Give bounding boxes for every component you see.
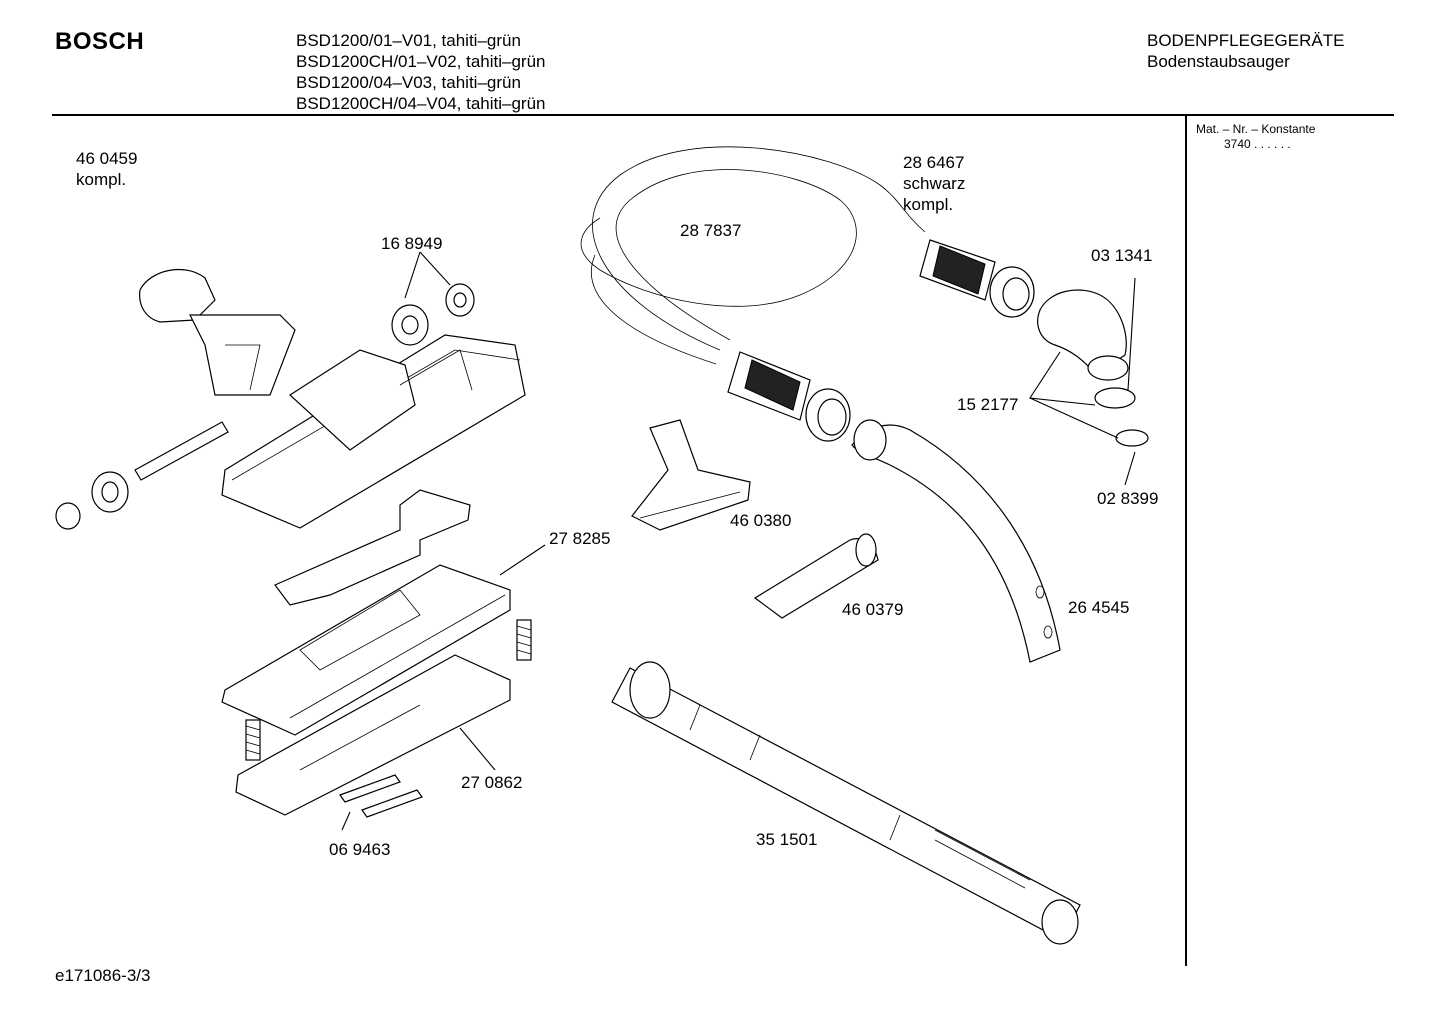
part-label-031341: 03 1341: [1091, 246, 1153, 265]
category-block: BODENPFLEGEGERÄTE Bodenstaubsauger: [1147, 30, 1344, 72]
model-line: BSD1200/04–V03, tahiti–grün: [296, 73, 521, 92]
part-label-460459: 46 0459 kompl.: [76, 148, 137, 190]
part-number: 28 6467: [903, 153, 965, 172]
springs-drawing: [245, 619, 532, 761]
part-label-152177: 15 2177: [957, 395, 1019, 414]
clamp-rings-drawing: [1029, 351, 1149, 486]
category-subtitle: Bodenstaubsauger: [1147, 52, 1290, 71]
material-constant: Mat. – Nr. – Konstante 3740 . . . . . .: [1196, 122, 1315, 152]
part-label-460380: 46 0380: [730, 511, 792, 530]
part-number: 46 0459: [76, 149, 138, 168]
part-note: schwarz: [903, 174, 966, 193]
part-label-270862: 27 0862: [461, 773, 523, 792]
header-divider: [52, 114, 1394, 116]
part-label-286467: 28 6467 schwarz kompl.: [903, 152, 965, 215]
part-label-168949: 16 8949: [381, 234, 443, 253]
part-label-351501: 35 1501: [756, 830, 818, 849]
model-line: BSD1200CH/04–V04, tahiti–grün: [296, 94, 546, 113]
bottom-plate-drawing: [235, 654, 511, 816]
part-note-2: kompl.: [903, 195, 954, 214]
model-line: BSD1200CH/01–V02, tahiti–grün: [296, 52, 546, 71]
crevice-nozzle-drawing: [753, 533, 879, 619]
elbow-fitting-drawing: [1037, 277, 1136, 391]
drawing-id: e171086-3/3: [55, 966, 151, 985]
part-label-069463: 06 9463: [329, 840, 391, 859]
brand-logo: BOSCH: [55, 28, 145, 55]
part-note: kompl.: [76, 170, 127, 189]
part-label-028399: 02 8399: [1097, 489, 1159, 508]
suction-hose-drawing: [580, 146, 1035, 442]
part-label-287837: 28 7837: [680, 221, 742, 240]
swivel-neck-drawing: [139, 268, 296, 396]
sidebar-divider: [1185, 116, 1187, 966]
axle-drawing: [55, 421, 229, 530]
bent-handle-tube-drawing: [851, 419, 1061, 663]
model-list: BSD1200/01–V01, tahiti–grün BSD1200CH/01…: [296, 30, 546, 114]
upholstery-nozzle-drawing: [631, 419, 751, 531]
part-label-278285: 27 8285: [549, 529, 611, 548]
brush-strips-drawing: [339, 774, 423, 831]
switch-lever-drawing: [274, 489, 471, 606]
part-label-460379: 46 0379: [842, 600, 904, 619]
part-label-264545: 26 4545: [1068, 598, 1130, 617]
model-line: BSD1200/01–V01, tahiti–grün: [296, 31, 521, 50]
sole-plate-drawing: [221, 544, 546, 736]
telescopic-tube-drawing: [611, 661, 1081, 945]
wheels-drawing: [391, 251, 475, 346]
category-title: BODENPFLEGEGERÄTE: [1147, 31, 1345, 50]
floor-nozzle-body-drawing: [221, 334, 526, 529]
material-constant-label: Mat. – Nr. – Konstante: [1196, 122, 1316, 136]
material-constant-value: 3740 . . . . . .: [1224, 137, 1291, 151]
